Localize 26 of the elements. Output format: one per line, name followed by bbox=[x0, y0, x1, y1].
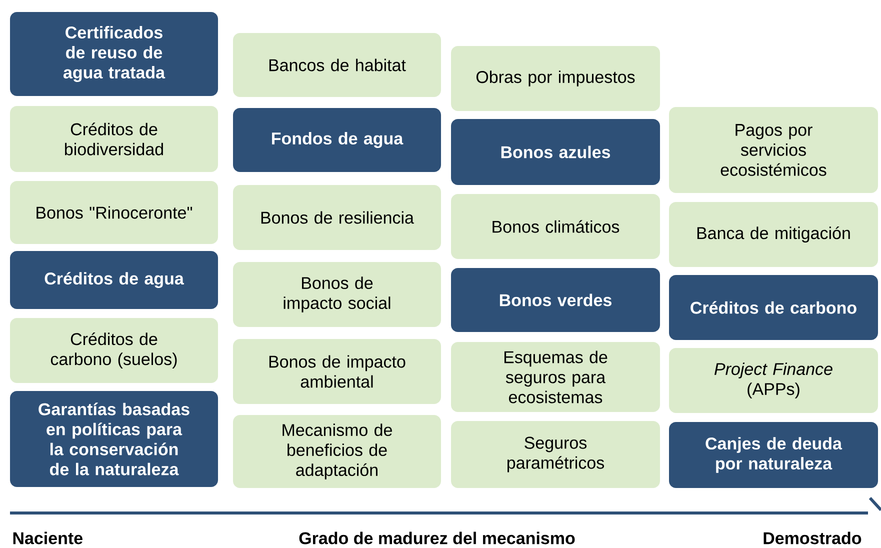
mechanism-box: Bonos de impacto ambiental bbox=[233, 339, 441, 404]
mechanism-box: Créditos de carbono bbox=[669, 275, 878, 340]
mechanism-box: Fondos de agua bbox=[233, 108, 441, 172]
mechanism-box: Mecanismo de beneficios de adaptación bbox=[233, 415, 441, 488]
mechanism-box: Obras por impuestos bbox=[451, 46, 660, 111]
mechanism-box: Bonos verdes bbox=[451, 268, 660, 332]
axis-label: Demostrado bbox=[764, 532, 862, 544]
mechanism-box: Bancos de habitat bbox=[233, 33, 441, 97]
mechanism-box: Bonos azules bbox=[451, 119, 660, 185]
mechanism-box: Créditos de agua bbox=[10, 251, 218, 309]
mechanism-box: Créditos de biodiversidad bbox=[10, 106, 218, 172]
mechanism-box: Banca de mitigación bbox=[669, 202, 878, 267]
mechanism-box: Garantías basadas en políticas para la conservación de la naturaleza bbox=[10, 391, 218, 487]
mechanism-box: Bonos "Rinoceronte" bbox=[10, 181, 218, 244]
mechanism-box: Canjes de deuda por naturaleza bbox=[669, 422, 878, 488]
mechanism-box: Bonos climáticos bbox=[451, 194, 660, 259]
mechanism-box: Pagos por servicios ecosistémicos bbox=[669, 107, 878, 193]
mechanism-box: Bonos de resiliencia bbox=[233, 185, 441, 250]
mechanism-box: Créditos de carbono (suelos) bbox=[10, 318, 218, 383]
mechanism-box: Project Finance (APPs) bbox=[669, 348, 878, 413]
mechanism-box: Certificados de reuso de agua tratada bbox=[10, 12, 218, 96]
mechanism-box: Seguros paramétricos bbox=[451, 421, 660, 488]
axis-label: Grado de madurez del mecanismo bbox=[299, 532, 575, 544]
mechanism-box: Esquemas de seguros para ecosistemas bbox=[451, 342, 660, 412]
mechanism-box: Bonos de impacto social bbox=[233, 262, 441, 327]
axis-label: Naciente bbox=[13, 532, 82, 544]
